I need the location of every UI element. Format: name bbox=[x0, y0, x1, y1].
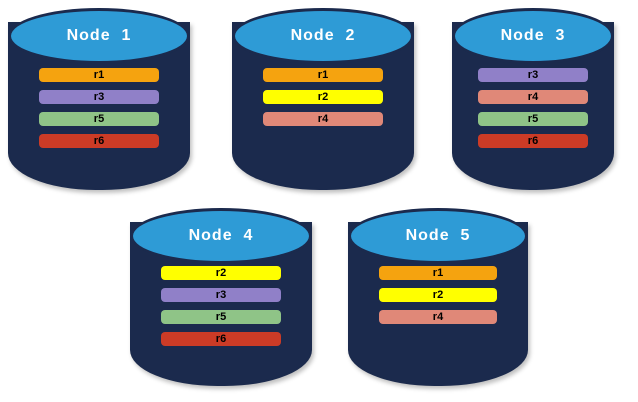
record-bar[interactable]: r6 bbox=[39, 134, 159, 148]
node-title: Node 4 bbox=[188, 227, 254, 244]
record-bar-list: r1 r2 r4 bbox=[232, 68, 414, 126]
record-bar[interactable]: r1 bbox=[39, 68, 159, 82]
cylinder-top-ellipse bbox=[8, 8, 190, 64]
cylinder-top-ellipse bbox=[452, 8, 614, 64]
record-bar-list: r3 r4 r5 r6 bbox=[452, 68, 614, 148]
record-bar[interactable]: r6 bbox=[161, 332, 281, 346]
node-cylinder[interactable]: Node 5 r1 r2 r4 bbox=[348, 208, 528, 386]
record-bar[interactable]: r4 bbox=[478, 90, 588, 104]
record-bar[interactable]: r2 bbox=[263, 90, 383, 104]
record-bar-list: r2 r3 r5 r6 bbox=[130, 266, 312, 346]
record-bar[interactable]: r6 bbox=[478, 134, 588, 148]
record-bar[interactable]: r2 bbox=[161, 266, 281, 280]
node-title: Node 3 bbox=[500, 27, 566, 44]
node-cylinder[interactable]: Node 3 r3 r4 r5 r6 bbox=[452, 8, 614, 190]
record-bar[interactable]: r4 bbox=[263, 112, 383, 126]
node-cylinder[interactable]: Node 4 r2 r3 r5 r6 bbox=[130, 208, 312, 386]
record-bar[interactable]: r4 bbox=[379, 310, 497, 324]
record-bar-list: r1 r2 r4 bbox=[348, 266, 528, 324]
record-bar-list: r1 r3 r5 r6 bbox=[8, 68, 190, 148]
node-title: Node 1 bbox=[66, 27, 132, 44]
record-bar[interactable]: r3 bbox=[161, 288, 281, 302]
record-bar[interactable]: r2 bbox=[379, 288, 497, 302]
node-cylinder[interactable]: Node 1 r1 r3 r5 r6 bbox=[8, 8, 190, 190]
cylinder-top-ellipse bbox=[232, 8, 414, 64]
record-bar[interactable]: r3 bbox=[478, 68, 588, 82]
node-title: Node 2 bbox=[290, 27, 356, 44]
cylinder-top-ellipse bbox=[348, 208, 528, 264]
record-bar[interactable]: r5 bbox=[478, 112, 588, 126]
record-bar[interactable]: r5 bbox=[161, 310, 281, 324]
record-bar[interactable]: r1 bbox=[263, 68, 383, 82]
record-bar[interactable]: r5 bbox=[39, 112, 159, 126]
node-title: Node 5 bbox=[405, 227, 471, 244]
record-bar[interactable]: r1 bbox=[379, 266, 497, 280]
cylinder-top-ellipse bbox=[130, 208, 312, 264]
node-cylinder[interactable]: Node 2 r1 r2 r4 bbox=[232, 8, 414, 190]
record-bar[interactable]: r3 bbox=[39, 90, 159, 104]
